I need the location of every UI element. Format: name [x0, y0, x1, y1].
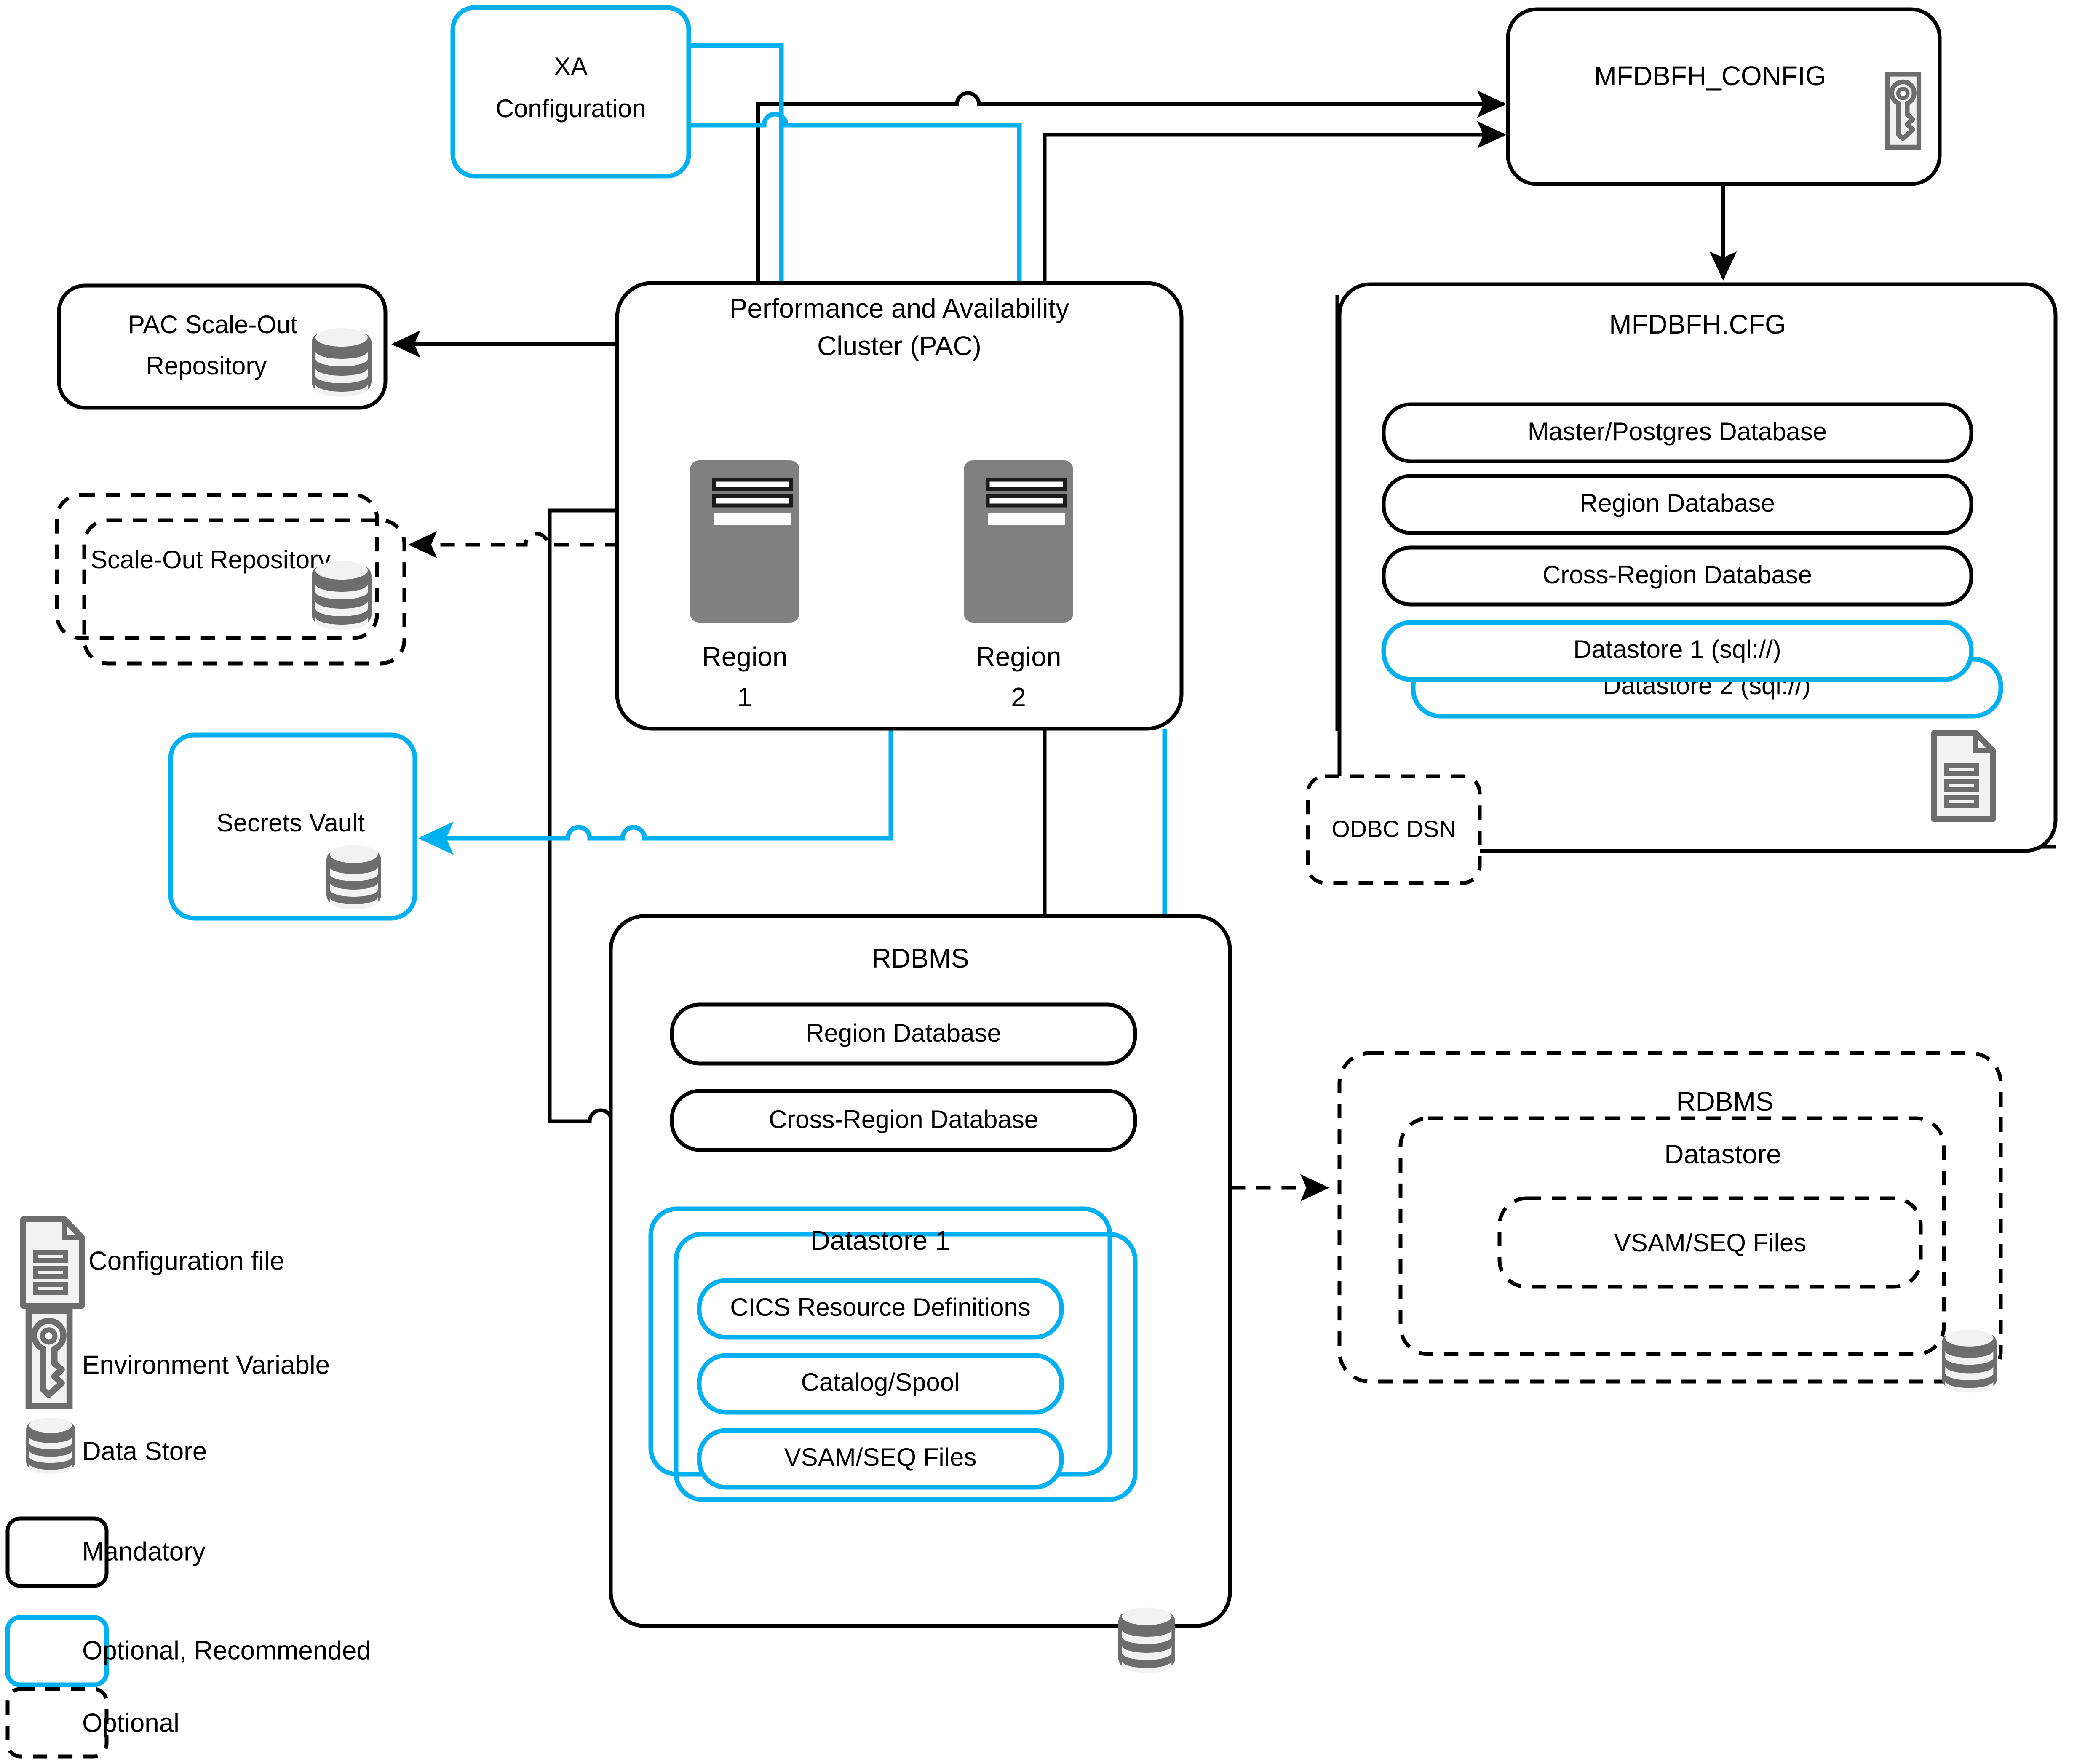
item-label: CICS Resource Definitions: [730, 1293, 1031, 1321]
xa-configuration-label-line2: Configuration: [496, 94, 646, 123]
pac-cluster-label-line2: Cluster (PAC): [817, 331, 981, 361]
node-pac-scale-out-repository[interactable]: PAC Scale-Out Repository: [59, 286, 385, 408]
pac-cluster-label-line1: Performance and Availability: [730, 293, 1069, 323]
node-secrets-vault[interactable]: Secrets Vault: [171, 735, 415, 918]
legend-label: Configuration file: [88, 1246, 284, 1275]
pac-scale-out-repository-label-line2: Repository: [146, 352, 267, 380]
datastore-1-item-catalog-spool[interactable]: Catalog/Spool: [699, 1355, 1061, 1412]
mfdbfh-cfg-item-cross-region-database[interactable]: Cross-Region Database: [1384, 548, 1971, 604]
mfdbfh-cfg-item-datastore1[interactable]: Datastore 1 (sql://): [1384, 623, 1971, 679]
item-label: VSAM/SEQ Files: [1614, 1229, 1807, 1257]
data-store-icon: [1942, 1329, 1997, 1392]
mfdbfh-config-label: MFDBFH_CONFIG: [1594, 61, 1826, 91]
pac-region-1-label-line1: Region: [702, 641, 788, 672]
node-odbc-dsn[interactable]: ODBC DSN: [1308, 776, 1480, 883]
item-label: Datastore 1 (sql://): [1573, 635, 1781, 663]
environment-variable-icon: [29, 1311, 70, 1406]
node-rdbms-optional[interactable]: RDBMS Datastore VSAM/SEQ Files: [1339, 1053, 2001, 1392]
item-label: Master/Postgres Database: [1528, 417, 1827, 446]
node-mfdbfh-cfg[interactable]: MFDBFH.CFG Master/Postgres Database Regi…: [1339, 284, 2056, 851]
data-store-icon: [1118, 1608, 1175, 1673]
rdbms-optional-datastore[interactable]: Datastore VSAM/SEQ Files: [1401, 1118, 1944, 1354]
configuration-file-icon: [1934, 733, 1993, 819]
item-label: Catalog/Spool: [801, 1368, 960, 1396]
rdbms-primary-label: RDBMS: [871, 943, 969, 973]
data-store-icon: [326, 845, 381, 909]
item-label: VSAM/SEQ Files: [784, 1443, 977, 1471]
environment-variable-icon: [1887, 74, 1919, 147]
datastore-1-item-cics-resource-definitions[interactable]: CICS Resource Definitions: [699, 1280, 1061, 1337]
pac-region-2-label-line1: Region: [976, 641, 1061, 672]
data-store-icon: [312, 328, 372, 397]
legend: Configuration file Environment Variable: [8, 1219, 371, 1756]
legend-label: Mandatory: [82, 1537, 206, 1566]
pac-region-1-label-line2: 1: [737, 682, 752, 712]
db-label: Cross-Region Database: [769, 1105, 1038, 1133]
datastore-1-item-vsam-seq-files[interactable]: VSAM/SEQ Files: [699, 1430, 1061, 1487]
connector-pac-to-scale-out-repository: [411, 534, 619, 545]
db-label: Region Database: [806, 1019, 1001, 1047]
pac-scale-out-repository-label-line1: PAC Scale-Out: [128, 310, 298, 339]
scale-out-repository-label: Scale-Out Repository: [91, 545, 331, 574]
xa-configuration-label-line1: XA: [554, 52, 588, 80]
node-scale-out-repository[interactable]: Scale-Out Repository: [57, 495, 404, 663]
legend-item-environment-variable: Environment Variable: [29, 1311, 330, 1406]
rdbms-optional-datastore-label: Datastore: [1664, 1139, 1781, 1169]
rdbms-primary-datastore-1[interactable]: Datastore 1 CICS Resource Definitions Ca…: [651, 1209, 1135, 1499]
configuration-file-icon: [23, 1219, 82, 1306]
rdbms-optional-label: RDBMS: [1676, 1086, 1773, 1117]
legend-item-configuration-file: Configuration file: [23, 1219, 284, 1306]
node-xa-configuration[interactable]: XA Configuration: [453, 8, 689, 176]
legend-item-mandatory: Mandatory: [8, 1518, 206, 1586]
legend-label: Data Store: [82, 1437, 207, 1466]
mfdbfh-cfg-item-master-postgres-database[interactable]: Master/Postgres Database: [1384, 404, 1971, 461]
legend-item-data-store: Data Store: [26, 1418, 207, 1474]
odbc-dsn-label: ODBC DSN: [1331, 815, 1456, 842]
legend-label: Environment Variable: [82, 1350, 330, 1379]
connector-pac-to-secrets-vault: [421, 718, 891, 838]
item-label: Region Database: [1580, 489, 1775, 517]
rdbms-primary-db-cross-region-database[interactable]: Cross-Region Database: [672, 1091, 1135, 1150]
node-mfdbfh-config[interactable]: MFDBFH_CONFIG: [1508, 9, 1940, 184]
node-pac-cluster[interactable]: Performance and Availability Cluster (PA…: [617, 283, 1182, 729]
mfdbfh-cfg-label: MFDBFH.CFG: [1609, 309, 1786, 339]
legend-label: Optional: [82, 1708, 179, 1737]
server-icon: [690, 460, 799, 623]
datastore-1-label: Datastore 1: [811, 1225, 950, 1256]
server-icon: [964, 460, 1073, 623]
data-store-icon: [26, 1418, 75, 1474]
rdbms-optional-datastore-item-vsam-seq-files[interactable]: VSAM/SEQ Files: [1500, 1198, 1921, 1287]
data-store-icon: [312, 561, 372, 630]
mfdbfh-cfg-item-region-database[interactable]: Region Database: [1384, 476, 1971, 533]
secrets-vault-label: Secrets Vault: [217, 809, 365, 837]
rdbms-primary-db-region-database[interactable]: Region Database: [672, 1005, 1135, 1064]
legend-item-optional: Optional: [8, 1689, 179, 1756]
pac-region-2-label-line2: 2: [1011, 682, 1026, 712]
item-label: Cross-Region Database: [1542, 561, 1812, 589]
legend-item-optional-recommended: Optional, Recommended: [8, 1617, 371, 1685]
node-rdbms-primary[interactable]: RDBMS Region Database Cross-Region Datab…: [611, 916, 1230, 1673]
legend-label: Optional, Recommended: [82, 1636, 371, 1665]
